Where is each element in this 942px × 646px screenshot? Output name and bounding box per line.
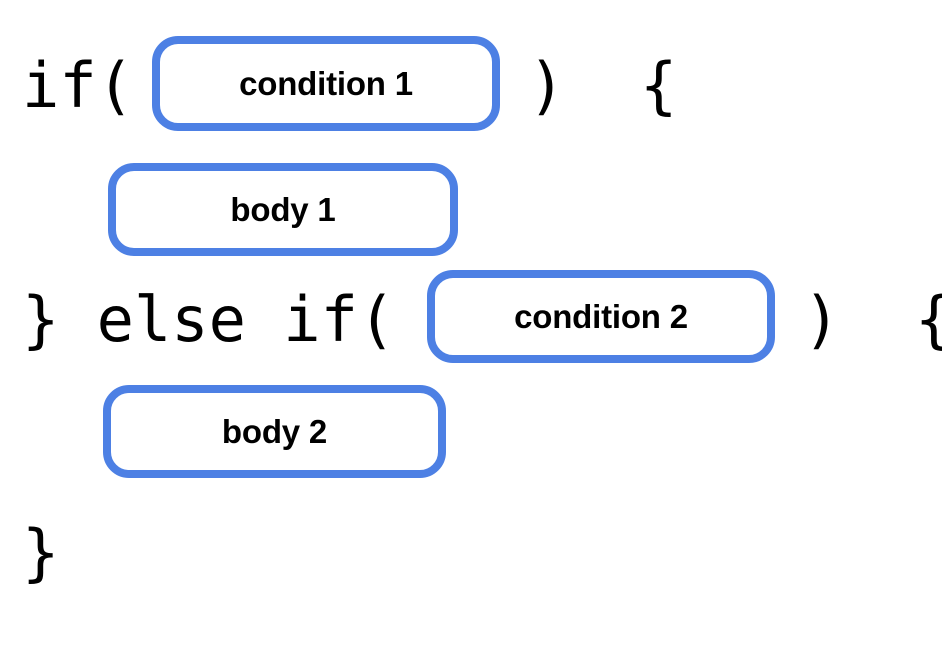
slot-condition-2-label: condition 2: [514, 298, 688, 335]
slot-condition-1[interactable]: condition 1: [152, 36, 500, 131]
code-token-close-paren-brace-1: ) {: [528, 49, 678, 122]
slot-body-1[interactable]: body 1: [108, 163, 458, 256]
code-token-if-open: if(: [22, 49, 134, 122]
code-token-close-paren-brace-2: ) {: [803, 283, 942, 356]
slot-body-2-label: body 2: [221, 413, 328, 450]
code-token-end-brace: }: [22, 516, 60, 589]
slot-body-1-label: body 1: [230, 191, 336, 228]
slot-body-2[interactable]: body 2: [103, 385, 446, 478]
slot-condition-2[interactable]: condition 2: [427, 270, 775, 363]
slot-condition-1-label: condition 1: [239, 65, 413, 102]
code-token-else-if-open: } else if(: [22, 283, 396, 356]
